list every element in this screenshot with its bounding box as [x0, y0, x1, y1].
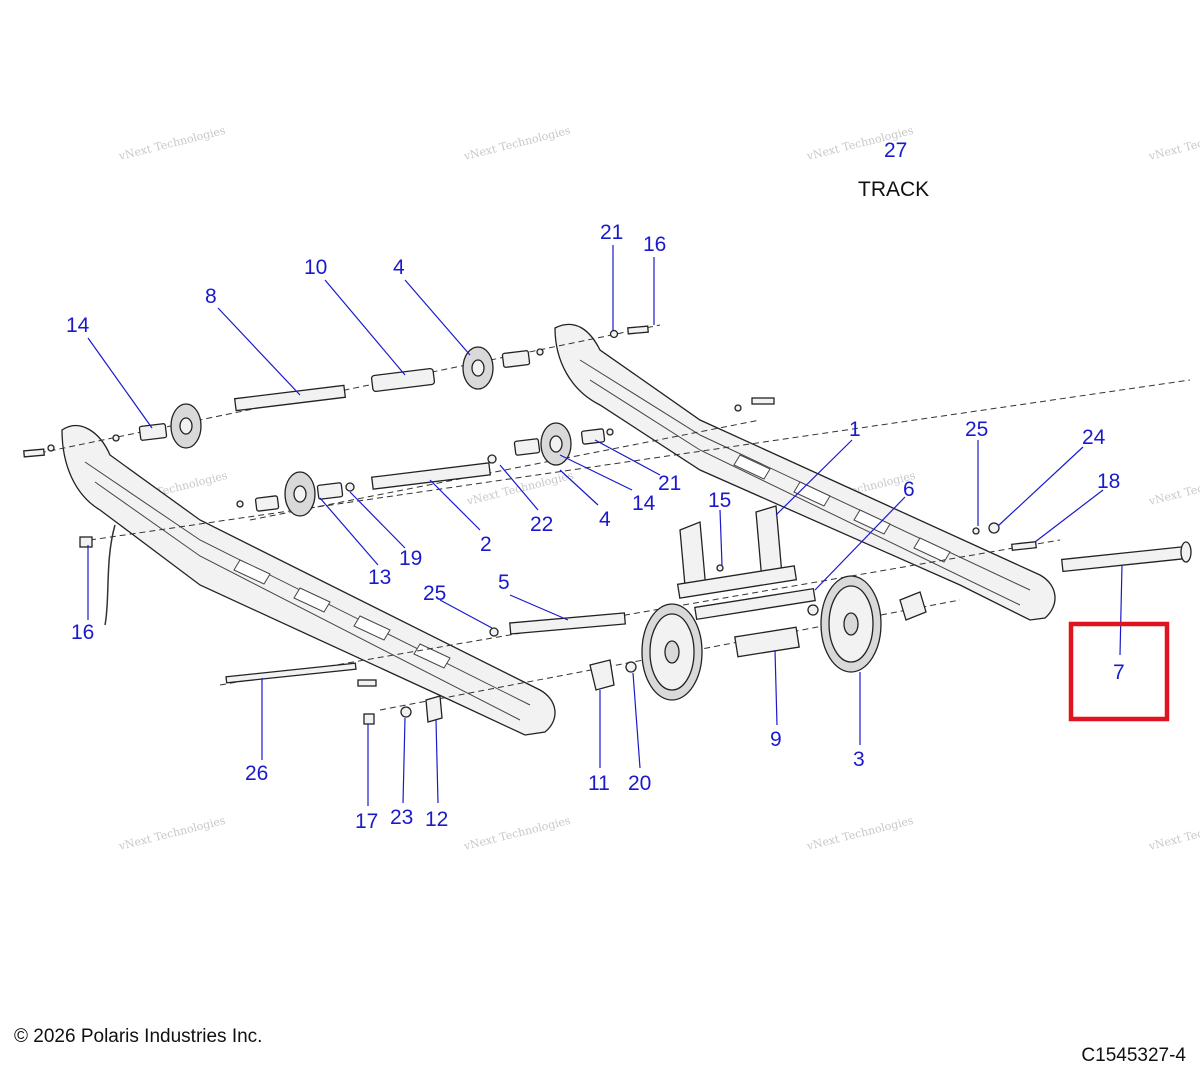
callout-14[interactable]: 14 — [632, 492, 656, 515]
callout-27[interactable]: 27 — [884, 139, 907, 162]
callout-20[interactable]: 20 — [628, 772, 651, 795]
callout-11[interactable]: 11 — [588, 772, 610, 795]
callout-6[interactable]: 6 — [903, 478, 915, 501]
callout-18[interactable]: 18 — [1097, 470, 1120, 493]
callout-3[interactable]: 3 — [853, 748, 865, 771]
callout-16[interactable]: 16 — [71, 621, 94, 644]
rear-axle-hardware — [79, 397, 1192, 725]
callout-21[interactable]: 21 — [658, 472, 681, 495]
right-rail — [554, 323, 1056, 621]
callout-19[interactable]: 19 — [399, 547, 422, 570]
callout-9[interactable]: 9 — [770, 728, 782, 751]
highlight-box — [1068, 621, 1170, 722]
track-label: TRACK — [858, 178, 929, 201]
copyright-text: © 2026 Polaris Industries Inc. — [14, 1026, 263, 1047]
watermark-text: vNext Technologies — [1147, 124, 1200, 163]
callout-16[interactable]: 16 — [643, 233, 666, 256]
callout-24[interactable]: 24 — [1082, 426, 1106, 449]
callout-17[interactable]: 17 — [355, 810, 378, 833]
watermark-text: vNext Technologies — [462, 814, 572, 853]
middle-shaft-assembly — [236, 422, 614, 517]
callout-15[interactable]: 15 — [708, 489, 731, 512]
wheel-assembly — [589, 575, 927, 701]
callout-25[interactable]: 25 — [965, 418, 988, 441]
callout-10[interactable]: 10 — [304, 256, 327, 279]
callout-8[interactable]: 8 — [205, 285, 217, 308]
rear-bracket-assembly — [509, 505, 816, 658]
callout-5[interactable]: 5 — [498, 571, 510, 594]
watermark-text: vNext Technologies — [117, 124, 227, 163]
callout-13[interactable]: 13 — [368, 566, 391, 589]
callout-1[interactable]: 1 — [849, 418, 861, 441]
callout-2[interactable]: 2 — [480, 533, 492, 556]
left-rail — [61, 425, 556, 736]
watermark-text: vNext Technologies — [117, 814, 227, 853]
callout-4[interactable]: 4 — [393, 256, 405, 279]
drawing-id: C1545327-4 — [1081, 1045, 1186, 1066]
callout-7[interactable]: 7 — [1113, 661, 1125, 684]
callout-23[interactable]: 23 — [390, 806, 413, 829]
callout-25[interactable]: 25 — [423, 582, 446, 605]
callout-4[interactable]: 4 — [599, 508, 611, 531]
callouts: 27 TRACK 21 16 10 4 8 14 1 25 24 21 14 4… — [66, 139, 1125, 833]
watermark-text: vNext Technologies — [462, 124, 572, 163]
callout-12[interactable]: 12 — [425, 808, 448, 831]
upper-shaft-assembly — [23, 325, 649, 458]
callout-21[interactable]: 21 — [600, 221, 623, 244]
callout-22[interactable]: 22 — [530, 513, 553, 536]
callout-26[interactable]: 26 — [245, 762, 268, 785]
callout-14[interactable]: 14 — [66, 314, 90, 337]
watermark-text: vNext Technologies — [805, 814, 915, 853]
leader-lines — [87, 245, 1123, 806]
watermark-text: vNext Technologies — [1147, 814, 1200, 853]
watermark-text: vNext Technologies — [1147, 469, 1200, 508]
